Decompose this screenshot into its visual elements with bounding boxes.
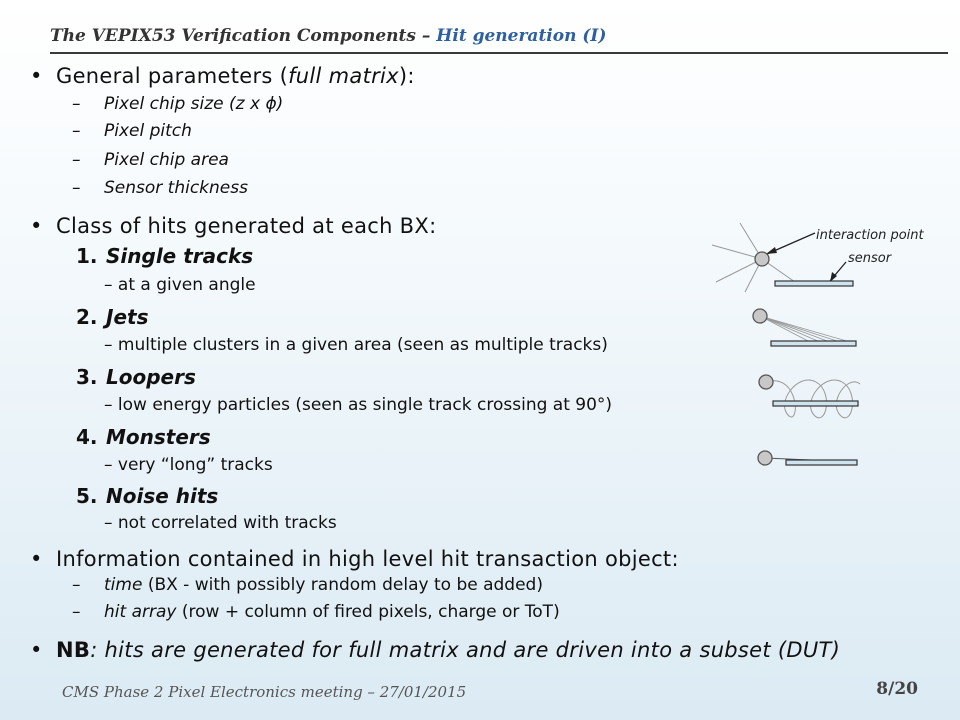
- bullet-dot: •: [30, 214, 43, 238]
- interaction-point-label: interaction point: [816, 228, 924, 243]
- dash: –: [72, 575, 81, 595]
- hit-class-number: 1.: [76, 244, 98, 268]
- interaction-point: [758, 374, 774, 390]
- general-suffix: ):: [398, 64, 415, 88]
- interaction-arrowhead: [766, 247, 777, 254]
- hit-class-title: 4. Monsters: [76, 425, 211, 449]
- interaction-point: [757, 450, 773, 466]
- bullet-dot: •: [30, 547, 43, 571]
- title-underline: [50, 52, 948, 54]
- track-line: [759, 315, 831, 343]
- info-item: – time (BX - with possibly random delay t…: [72, 575, 543, 595]
- hit-class-title: 1. Single tracks: [76, 244, 253, 268]
- jets-diagram: [752, 308, 857, 347]
- hit-class-title: 5. Noise hits: [76, 484, 218, 508]
- hit-class-desc-text: at a given angle: [117, 275, 256, 295]
- hit-classes-diagram: interaction point sensor: [711, 222, 924, 466]
- hit-class-desc: – not correlated with tracks: [104, 513, 337, 533]
- bullet-dot: •: [30, 64, 43, 88]
- hit-class-number: 4.: [76, 425, 98, 449]
- monsters-diagram: [757, 450, 858, 466]
- bullet-nb: • NB: hits are generated for full matrix …: [30, 638, 840, 662]
- sensor-arrowhead: [830, 272, 837, 282]
- track-line: [715, 258, 763, 283]
- param-item: – Pixel pitch: [72, 121, 192, 141]
- dash: –: [104, 513, 113, 533]
- dash: –: [72, 121, 81, 141]
- sensor-label: sensor: [848, 251, 893, 266]
- param-item: – Pixel chip size (z x ϕ): [72, 94, 283, 114]
- hit-class-desc: – low energy particles (seen as single t…: [104, 395, 612, 415]
- info-rest: (row + column of fired pixels, charge or…: [176, 602, 560, 622]
- dash: –: [72, 150, 81, 170]
- param-item: – Sensor thickness: [72, 178, 248, 198]
- info-term-hit-array: hit array: [104, 602, 177, 622]
- hit-class-desc: – multiple clusters in a given area (see…: [104, 335, 608, 355]
- sensor-bar: [770, 340, 857, 347]
- hit-class-name: Loopers: [106, 365, 196, 389]
- param-thickness: Sensor thickness: [104, 178, 248, 198]
- dash: –: [104, 275, 113, 295]
- dash: –: [104, 395, 113, 415]
- sensor-bar: [774, 280, 854, 287]
- hit-class-desc: – at a given angle: [104, 275, 256, 295]
- info-heading: Information contained in high level hit …: [56, 547, 679, 571]
- track-line: [711, 244, 763, 260]
- dash: –: [72, 178, 81, 198]
- title-accent: Hit generation (I): [436, 26, 607, 46]
- dash: –: [104, 335, 113, 355]
- general-italic: full matrix: [288, 64, 399, 88]
- hit-class-name: Noise hits: [106, 484, 219, 508]
- hit-class-desc-text: very “long” tracks: [117, 455, 273, 475]
- general-prefix: General parameters (: [56, 64, 289, 88]
- hit-class-desc-text: not correlated with tracks: [117, 513, 337, 533]
- hit-class-desc-text: low energy particles (seen as single tra…: [117, 395, 613, 415]
- hit-class-number: 5.: [76, 484, 98, 508]
- bullet-dot: •: [30, 638, 43, 662]
- track-line: [759, 315, 841, 343]
- sensor-bar: [772, 400, 859, 407]
- hit-class-number: 3.: [76, 365, 98, 389]
- footer-meeting: CMS Phase 2 Pixel Electronics meeting – …: [62, 683, 467, 701]
- track-line: [759, 315, 811, 343]
- single-tracks-diagram: [711, 222, 854, 293]
- nb-text: : hits are generated for full matrix and…: [90, 638, 841, 662]
- info-term-time: time: [104, 575, 143, 595]
- dash: –: [72, 94, 81, 114]
- nb-label: NB: [56, 638, 91, 662]
- hit-class-title: 3. Loopers: [76, 365, 196, 389]
- param-item: – Pixel chip area: [72, 150, 229, 170]
- bullet-general-parameters: • General parameters (full matrix):: [30, 64, 415, 88]
- track-line: [759, 315, 821, 343]
- track-line: [759, 315, 851, 343]
- interaction-point: [754, 251, 770, 267]
- looper-track: [765, 379, 861, 419]
- dash: –: [104, 455, 113, 475]
- classes-heading: Class of hits generated at each BX:: [56, 214, 437, 238]
- hit-class-number: 2.: [76, 305, 98, 329]
- bullet-information: • Information contained in high level hit…: [30, 547, 679, 571]
- bullet-class-of-hits: • Class of hits generated at each BX:: [30, 214, 436, 238]
- page-number: 8/20: [876, 679, 918, 699]
- param-chip-size: Pixel chip size (z x ϕ): [104, 94, 284, 114]
- hit-class-name: Jets: [106, 305, 149, 329]
- dash: –: [72, 602, 81, 622]
- interaction-point: [752, 308, 768, 324]
- sensor-bar: [785, 459, 858, 466]
- hit-class-name: Single tracks: [106, 244, 254, 268]
- title-main: The VEPIX53 Verification Components –: [50, 26, 437, 46]
- hit-class-title: 2. Jets: [76, 305, 148, 329]
- param-pitch: Pixel pitch: [104, 121, 192, 141]
- info-rest: (BX - with possibly random delay to be a…: [142, 575, 543, 595]
- info-item: – hit array (row + column of fired pixels…: [72, 602, 560, 622]
- loopers-diagram: [758, 374, 861, 419]
- hit-class-desc-text: multiple clusters in a given area (seen …: [117, 335, 608, 355]
- slide-title: The VEPIX53 Verification Components – Hi…: [50, 26, 950, 46]
- param-chip-area: Pixel chip area: [104, 150, 229, 170]
- hit-class-desc: – very “long” tracks: [104, 455, 273, 475]
- hit-class-name: Monsters: [106, 425, 211, 449]
